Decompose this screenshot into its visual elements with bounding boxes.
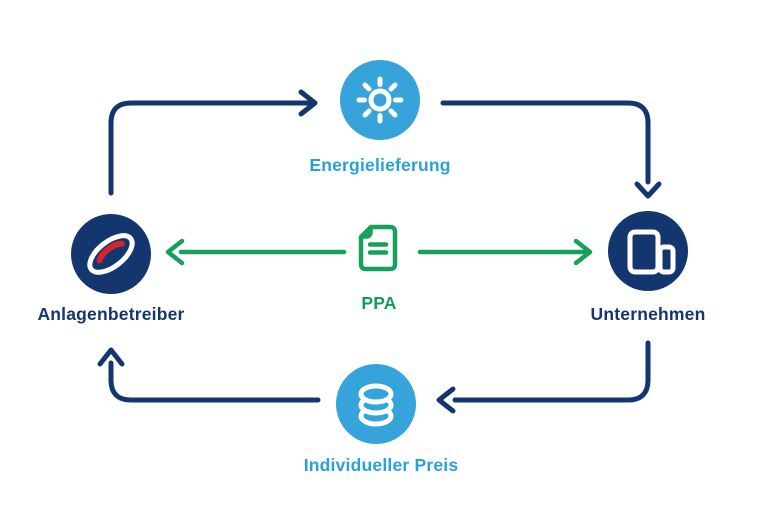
arrow-company-to-price-head-icon <box>436 386 456 414</box>
arrow-price-to-operator <box>108 360 321 403</box>
arrow-price-to-operator-head-icon <box>97 347 125 367</box>
arrow-company-to-price <box>452 340 651 403</box>
company-node <box>608 211 688 291</box>
operator-node-label: Anlagenbetreiber <box>37 304 185 324</box>
price-node-label: Individueller Preis <box>303 455 459 475</box>
sun-icon <box>356 76 404 124</box>
swoosh-logo-icon <box>87 233 135 275</box>
energy-node <box>340 60 420 140</box>
price-node <box>336 364 416 444</box>
contract-node <box>349 219 407 277</box>
arrow-operator-to-energy <box>108 100 315 196</box>
arrow-energy-to-company <box>440 100 651 185</box>
operator-node <box>71 214 151 294</box>
ppa-arrow-to-company-head-icon <box>573 238 593 266</box>
arrow-energy-to-company-head-icon <box>634 181 662 199</box>
ppa-arrow-to-operator-head-icon <box>165 238 185 266</box>
buildings-icon <box>627 229 676 275</box>
company-node-label: Unternehmen <box>590 304 706 324</box>
coin-stack-icon <box>358 383 394 427</box>
energy-node-label: Energielieferung <box>309 155 451 175</box>
contract-node-label: PPA <box>361 293 397 313</box>
arrow-operator-to-energy-head-icon <box>298 89 318 117</box>
document-icon <box>358 224 398 272</box>
